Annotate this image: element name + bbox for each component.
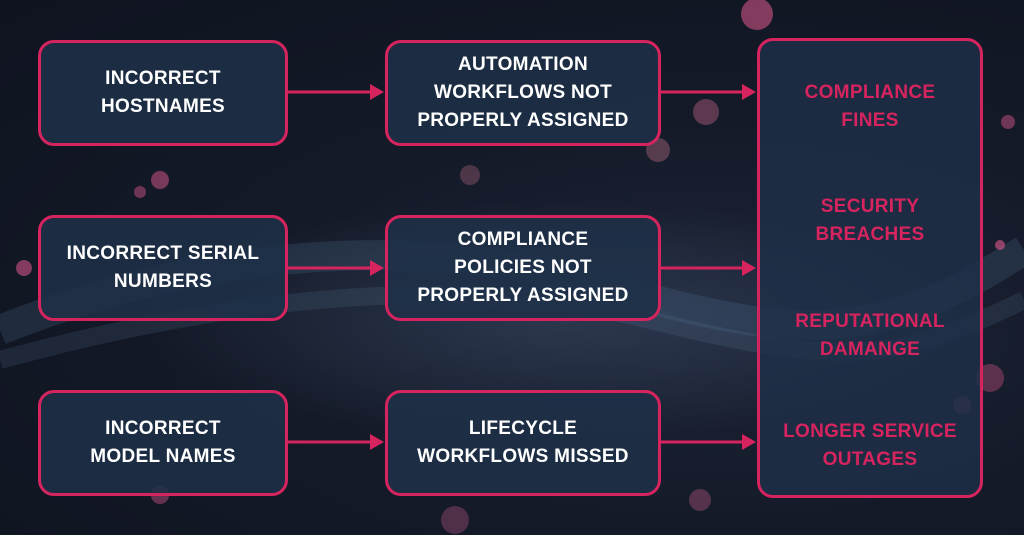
effect-label: AUTOMATION WORKFLOWS NOT PROPERLY ASSIGN… — [417, 54, 629, 131]
outcome-longer-service-outages: LONGER SERVICE OUTAGES — [783, 421, 957, 470]
outcomes-box: COMPLIANCE FINES SECURITY BREACHES REPUT… — [757, 38, 983, 498]
effect-label: COMPLIANCE POLICIES NOT PROPERLY ASSIGNE… — [417, 229, 629, 306]
cause-label: INCORRECT HOSTNAMES — [100, 68, 226, 117]
outcome-reputational-damage: REPUTATIONAL DAMANGE — [795, 311, 945, 360]
cause-label: INCORRECT SERIAL NUMBERS — [66, 243, 260, 292]
effect-label: LIFECYCLE WORKFLOWS MISSED — [417, 418, 629, 467]
outcome-compliance-fines: COMPLIANCE FINES — [804, 82, 936, 131]
cause-label: INCORRECT MODEL NAMES — [90, 418, 236, 467]
cause-box-model-names: INCORRECT MODEL NAMES — [38, 390, 288, 496]
effect-box-automation-workflows: AUTOMATION WORKFLOWS NOT PROPERLY ASSIGN… — [385, 40, 661, 146]
cause-box-hostnames: INCORRECT HOSTNAMES — [38, 40, 288, 146]
effect-box-compliance-policies: COMPLIANCE POLICIES NOT PROPERLY ASSIGNE… — [385, 215, 661, 321]
effect-box-lifecycle-workflows: LIFECYCLE WORKFLOWS MISSED — [385, 390, 661, 496]
outcome-security-breaches: SECURITY BREACHES — [815, 196, 925, 245]
cause-box-serial-numbers: INCORRECT SERIAL NUMBERS — [38, 215, 288, 321]
